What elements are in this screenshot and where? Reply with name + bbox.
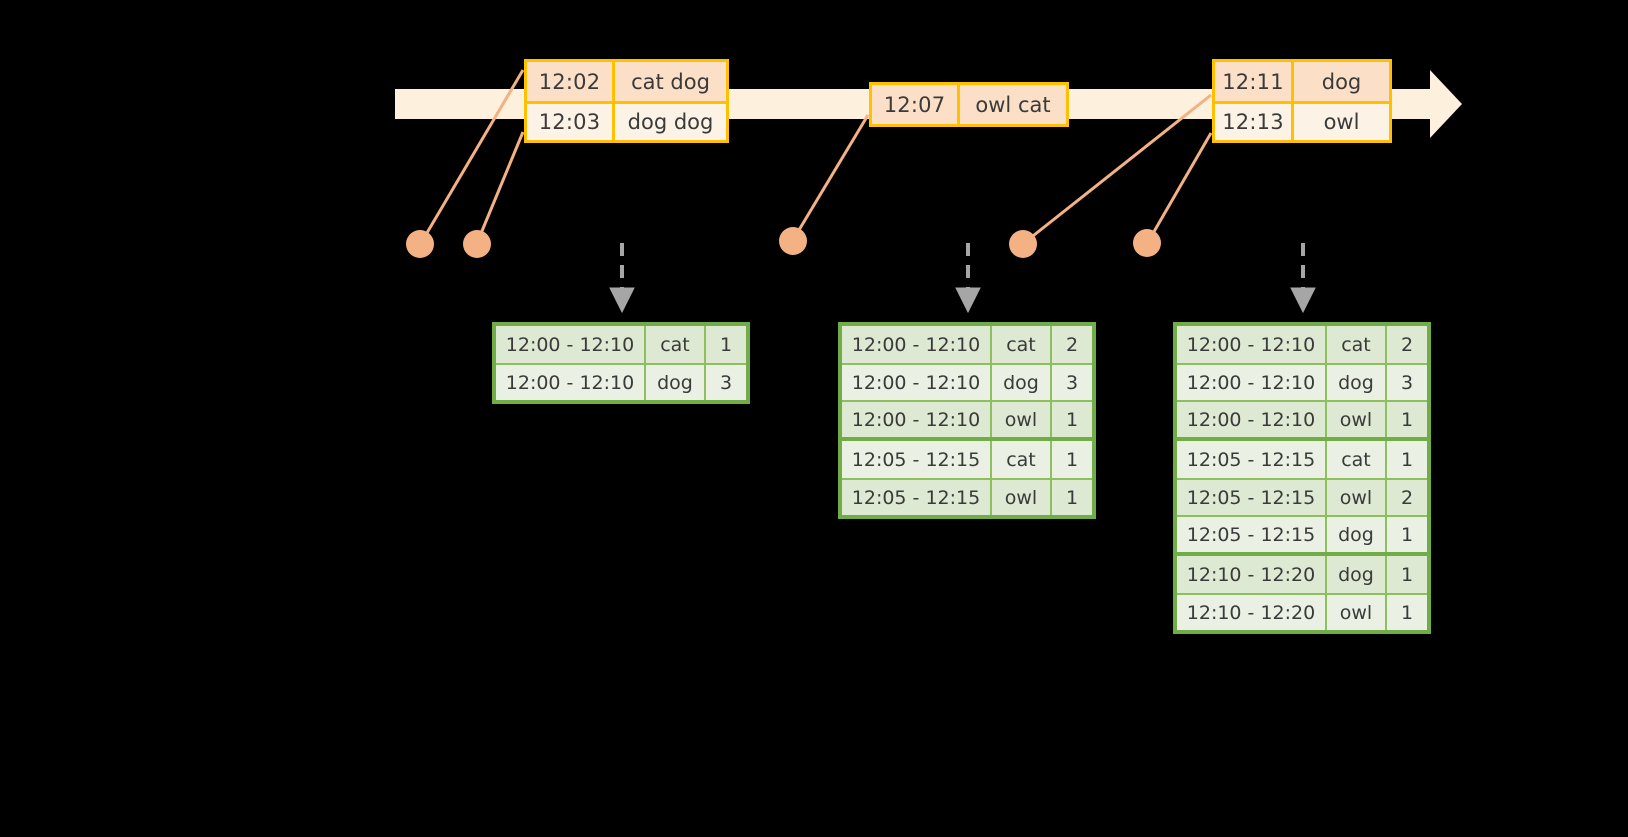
window-cell: 12:00 - 12:10: [842, 365, 992, 400]
count-cell: 2: [1400, 486, 1414, 509]
table-row: 12:00 - 12:10 cat 1: [496, 326, 746, 363]
emit-arrows: [609, 243, 1316, 314]
table-row: 12:10 - 12:20 owl 1: [1177, 593, 1427, 630]
table-row: 12:05 - 12:15 cat 1: [1177, 441, 1427, 478]
event-words: dog: [1321, 69, 1362, 94]
table-row: 12:00 - 12:10 dog 3: [1177, 363, 1427, 400]
window-cell: 12:05 - 12:15: [1177, 441, 1327, 478]
table-row: 12:10 - 12:20 dog 1: [1177, 556, 1427, 593]
count-cell: 1: [1065, 408, 1079, 431]
result-table-1: 12:00 - 12:10 cat 1 12:00 - 12:10 dog 3: [492, 322, 750, 404]
count-cell: 1: [1400, 523, 1414, 546]
count-cell: 2: [1065, 333, 1079, 356]
count-cell: 3: [1400, 371, 1414, 394]
event-row: 12:11 dog: [1215, 62, 1389, 101]
window-block: 12:00 - 12:10 cat 2 12:00 - 12:10 dog 3 …: [842, 326, 1092, 437]
window-cell: 12:00 - 12:10: [1177, 326, 1327, 363]
window-cell: 12:10 - 12:20: [1177, 556, 1327, 593]
result-table-2: 12:00 - 12:10 cat 2 12:00 - 12:10 dog 3 …: [838, 322, 1096, 519]
word-cell: cat: [646, 326, 706, 363]
word-cell: dog: [992, 365, 1052, 400]
emit-arrow-1: [609, 243, 635, 314]
count-cell: 1: [1400, 563, 1414, 586]
count-cell: 1: [719, 333, 733, 356]
word-cell: dog: [646, 365, 706, 400]
event-dots: [406, 227, 1161, 258]
event-row: 12:13 owl: [1215, 101, 1389, 140]
event-group-3: 12:11 dog 12:13 owl: [1212, 59, 1392, 143]
event-words: dog dog: [627, 110, 714, 134]
window-block: 12:00 - 12:10 cat 2 12:00 - 12:10 dog 3 …: [1177, 326, 1427, 437]
count-cell: 3: [1065, 371, 1079, 394]
word-cell: dog: [1327, 517, 1387, 552]
window-cell: 12:00 - 12:10: [842, 402, 992, 437]
count-cell: 1: [1400, 408, 1414, 431]
word-cell: owl: [1327, 595, 1387, 630]
window-block: 12:05 - 12:15 cat 1 12:05 - 12:15 owl 2 …: [1177, 437, 1427, 552]
window-cell: 12:05 - 12:15: [1177, 517, 1327, 552]
word-cell: cat: [1327, 326, 1387, 363]
window-cell: 12:00 - 12:10: [1177, 365, 1327, 400]
table-row: 12:00 - 12:10 cat 2: [1177, 326, 1427, 363]
table-row: 12:00 - 12:10 cat 2: [842, 326, 1092, 363]
count-cell: 2: [1400, 333, 1414, 356]
result-table-3: 12:00 - 12:10 cat 2 12:00 - 12:10 dog 3 …: [1173, 322, 1431, 634]
event-time: 12:02: [527, 62, 615, 101]
count-cell: 1: [1065, 486, 1079, 509]
table-row: 12:00 - 12:10 dog 3: [842, 363, 1092, 400]
event-dot-2: [463, 230, 491, 258]
event-dot-1: [406, 230, 434, 258]
event-words: owl cat: [975, 92, 1051, 117]
window-cell: 12:00 - 12:10: [496, 365, 646, 400]
event-group-2: 12:07 owl cat: [869, 82, 1069, 127]
window-cell: 12:00 - 12:10: [496, 326, 646, 363]
event-group-1: 12:02 cat dog 12:03 dog dog: [524, 59, 729, 143]
event-time: 12:11: [1215, 62, 1294, 101]
event-row: 12:03 dog dog: [527, 101, 726, 140]
event-row: 12:02 cat dog: [527, 62, 726, 101]
event-time: 12:13: [1215, 104, 1294, 140]
count-cell: 3: [719, 371, 733, 394]
emit-arrow-3: [1290, 243, 1316, 314]
window-cell: 12:05 - 12:15: [842, 480, 992, 515]
window-cell: 12:10 - 12:20: [1177, 595, 1327, 630]
event-time: 12:07: [872, 85, 960, 124]
word-cell: owl: [1327, 402, 1387, 437]
word-cell: owl: [1327, 480, 1387, 515]
window-block: 12:10 - 12:20 dog 1 12:10 - 12:20 owl 1: [1177, 552, 1427, 630]
count-cell: 1: [1065, 448, 1079, 471]
table-row: 12:00 - 12:10 owl 1: [1177, 400, 1427, 437]
window-cell: 12:00 - 12:10: [842, 326, 992, 363]
event-dot-3: [779, 227, 807, 255]
event-words: owl: [1323, 110, 1360, 134]
table-row: 12:05 - 12:15 owl 2: [1177, 478, 1427, 515]
emit-arrow-2: [955, 243, 981, 314]
event-words: cat dog: [631, 69, 710, 94]
table-row: 12:05 - 12:15 owl 1: [842, 478, 1092, 515]
table-row: 12:05 - 12:15 dog 1: [1177, 515, 1427, 552]
word-cell: dog: [1327, 365, 1387, 400]
window-block: 12:05 - 12:15 cat 1 12:05 - 12:15 owl 1: [842, 437, 1092, 515]
event-dot-4: [1009, 230, 1037, 258]
word-cell: owl: [992, 480, 1052, 515]
table-row: 12:00 - 12:10 dog 3: [496, 363, 746, 400]
word-cell: owl: [992, 402, 1052, 437]
table-row: 12:00 - 12:10 owl 1: [842, 400, 1092, 437]
event-time: 12:03: [527, 104, 615, 140]
count-cell: 1: [1400, 448, 1414, 471]
word-cell: cat: [1327, 441, 1387, 478]
word-cell: dog: [1327, 556, 1387, 593]
window-cell: 12:00 - 12:10: [1177, 402, 1327, 437]
event-row: 12:07 owl cat: [872, 85, 1066, 124]
word-cell: cat: [992, 441, 1052, 478]
count-cell: 1: [1400, 601, 1414, 624]
event-dot-5: [1133, 229, 1161, 257]
table-row: 12:05 - 12:15 cat 1: [842, 441, 1092, 478]
window-block: 12:00 - 12:10 cat 1 12:00 - 12:10 dog 3: [496, 326, 746, 400]
word-cell: cat: [992, 326, 1052, 363]
window-cell: 12:05 - 12:15: [1177, 480, 1327, 515]
window-cell: 12:05 - 12:15: [842, 441, 992, 478]
